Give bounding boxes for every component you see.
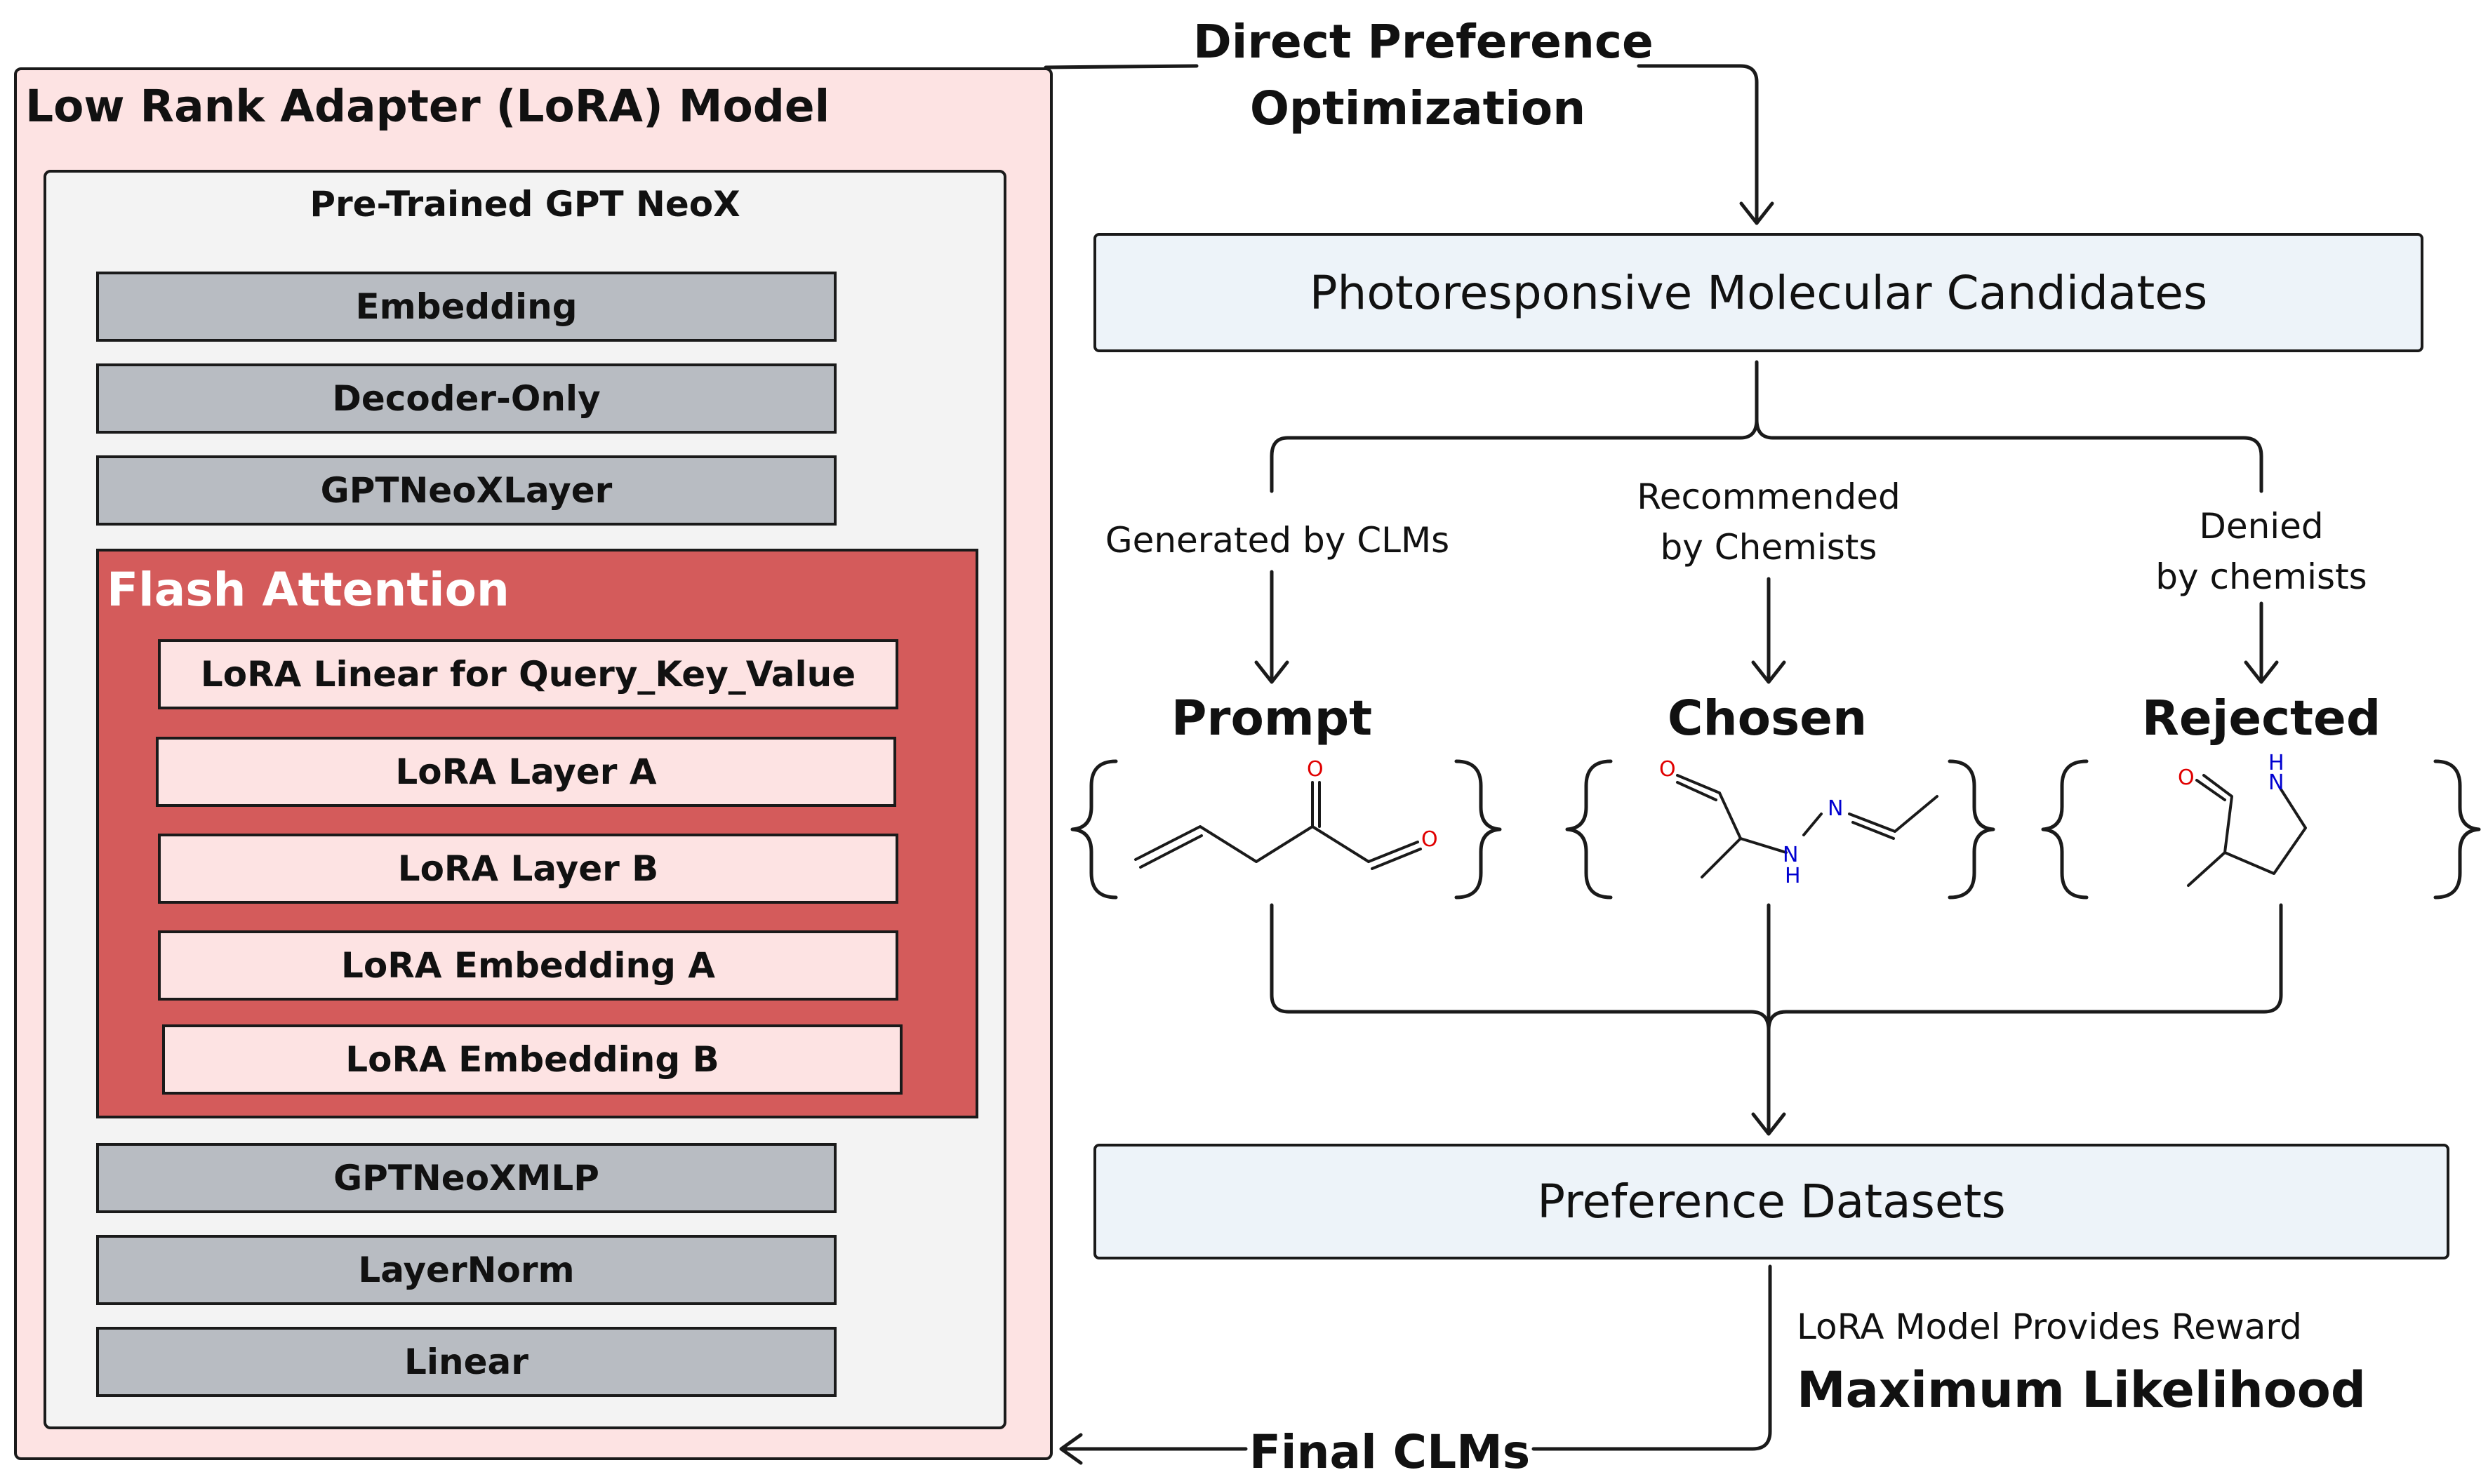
dpo-connector-left [1044, 64, 1199, 69]
prompt-molecule [1134, 781, 1422, 870]
dpo-title: Direct Preference Optimization [1193, 8, 1654, 142]
layer-lora-embedding-b: LoRA Embedding B [162, 1024, 903, 1095]
prompt-brace-right [1454, 759, 1502, 900]
final-connector [1531, 1264, 1772, 1451]
dpo-arrowhead [1739, 201, 1774, 225]
rejected-molecule [2187, 774, 2307, 887]
prompt-brace-left [1070, 759, 1118, 900]
atom-hydrogen: H [2268, 751, 2284, 775]
chosen-molecule [1676, 774, 1938, 878]
final-clms-label: Final CLMs [1249, 1425, 1531, 1479]
merge-right [1767, 903, 2283, 1032]
dpo-title-line2: Optimization [1249, 81, 1586, 135]
branch-label-denied: Denied by chemists [2079, 501, 2444, 602]
chosen-arrowhead [1751, 660, 1786, 684]
merge-arrowhead [1751, 1112, 1786, 1136]
merge-left [1270, 903, 1771, 1032]
layer-lora-layer-a: LoRA Layer A [156, 737, 896, 807]
branch-label-denied-line2: by chemists [2155, 556, 2367, 597]
branch-label-denied-line1: Denied [2199, 506, 2324, 547]
flash-attention-title: Flash Attention [107, 563, 510, 617]
branch-label-recommended-line2: by Chemists [1660, 527, 1877, 568]
atom-nitrogen: N [1828, 796, 1843, 821]
atom-oxygen: O [1659, 757, 1676, 782]
branch-label-generated: Generated by CLMs [1095, 515, 1460, 566]
layer-lora-linear-qkv: LoRA Linear for Query_Key_Value [158, 639, 898, 709]
rejected-brace-right [2433, 759, 2481, 900]
atom-oxygen: O [2178, 766, 2195, 790]
category-chosen: Chosen [1667, 690, 1868, 747]
candidates-box: Photoresponsive Molecular Candidates [1093, 233, 2423, 352]
layer-linear: Linear [96, 1327, 837, 1397]
atom-oxygen: O [1307, 757, 1324, 782]
lora-model-title: Low Rank Adapter (LoRA) Model [25, 81, 830, 132]
layer-layernorm: LayerNorm [96, 1235, 837, 1305]
pretrained-gpt-neox-title: Pre-Trained GPT NeoX [310, 184, 740, 225]
dpo-arrow-down [1637, 64, 1759, 225]
atom-nitrogen: N [1783, 843, 1798, 867]
category-prompt: Prompt [1171, 690, 1373, 747]
reward-label: LoRA Model Provides Reward [1797, 1306, 2302, 1347]
chosen-brace-left [1565, 759, 1613, 900]
layer-embedding: Embedding [96, 272, 837, 342]
atom-oxygen: O [1421, 827, 1438, 852]
category-rejected: Rejected [2141, 690, 2381, 747]
atom-hydrogen: H [1785, 864, 1801, 888]
layer-gptneoxmlp: GPTNeoXMLP [96, 1143, 837, 1213]
maximum-likelihood-label: Maximum Likelihood [1797, 1361, 2366, 1419]
chosen-brace-right [1948, 759, 1995, 900]
prompt-arrowhead [1254, 660, 1289, 684]
rejected-arrowhead [2244, 660, 2279, 684]
layer-lora-layer-b: LoRA Layer B [158, 834, 898, 904]
final-arrowhead [1059, 1433, 1083, 1465]
rejected-brace-left [2041, 759, 2089, 900]
layer-lora-embedding-a: LoRA Embedding A [158, 930, 898, 1001]
preference-datasets-box: Preference Datasets [1093, 1144, 2449, 1259]
split-right [1755, 417, 2263, 493]
dpo-title-line1: Direct Preference [1193, 15, 1654, 69]
branch-label-generated-line1: Generated by CLMs [1105, 520, 1450, 561]
layer-decoder-only: Decoder-Only [96, 363, 837, 434]
branch-label-recommended-line1: Recommended [1637, 476, 1901, 517]
layer-gptneoxlayer: GPTNeoXLayer [96, 455, 837, 526]
atom-nitrogen: N [2268, 770, 2284, 795]
branch-label-recommended: Recommended by Chemists [1586, 472, 1951, 573]
